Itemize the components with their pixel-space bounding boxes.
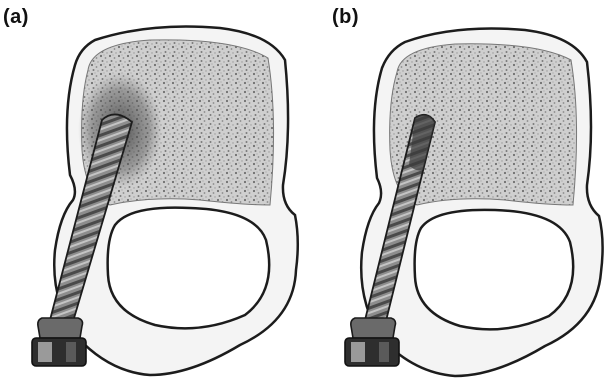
panel-label-a: (a): [3, 6, 29, 29]
spinal-canal: [108, 208, 270, 329]
panel-b: (b): [305, 0, 609, 391]
vertebra-illustration-b: [305, 0, 609, 391]
vertebra-illustration-a: [0, 0, 304, 391]
panel-a: (a): [0, 0, 304, 391]
spinal-canal: [415, 210, 574, 330]
screw-head: [32, 318, 86, 366]
panel-label-b: (b): [332, 6, 359, 29]
screw-head: [345, 318, 399, 366]
